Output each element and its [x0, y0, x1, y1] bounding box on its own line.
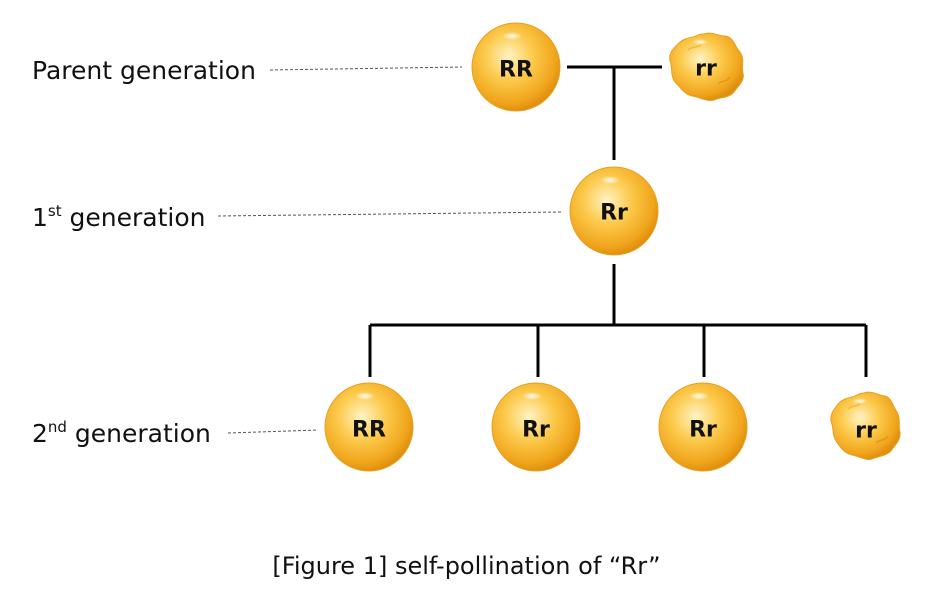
pea-parent-wrinkled — [669, 32, 744, 101]
first-generation-label: 1st generation — [32, 202, 206, 232]
connector-lines — [368, 65, 868, 377]
pea-second-gen-2 — [491, 382, 581, 472]
first-leader-line — [217, 211, 563, 217]
pea-label-second-gen-4: rr — [855, 418, 877, 444]
pea-label-second-gen-2: Rr — [522, 417, 550, 443]
pea-second-gen-4 — [830, 391, 901, 460]
pea-label-second-gen-1: RR — [352, 417, 386, 443]
parent-generation-label: Parent generation — [32, 56, 256, 85]
pea-first-gen — [569, 166, 659, 256]
figure-caption: [Figure 1] self-pollination of “Rr” — [272, 552, 661, 580]
pea-label-second-gen-3: Rr — [689, 417, 717, 443]
pea-parent-round — [471, 22, 561, 112]
pea-label-parent-round: RR — [499, 57, 533, 83]
parent-leader-line — [269, 66, 463, 71]
pea-label-first-gen: Rr — [600, 200, 628, 226]
pea-label-parent-wrinkled: rr — [695, 56, 717, 82]
second-leader-line — [227, 429, 319, 434]
second-generation-label: 2nd generation — [32, 418, 211, 448]
pea-second-gen-1 — [324, 382, 414, 472]
pea-second-gen-3 — [658, 382, 748, 472]
